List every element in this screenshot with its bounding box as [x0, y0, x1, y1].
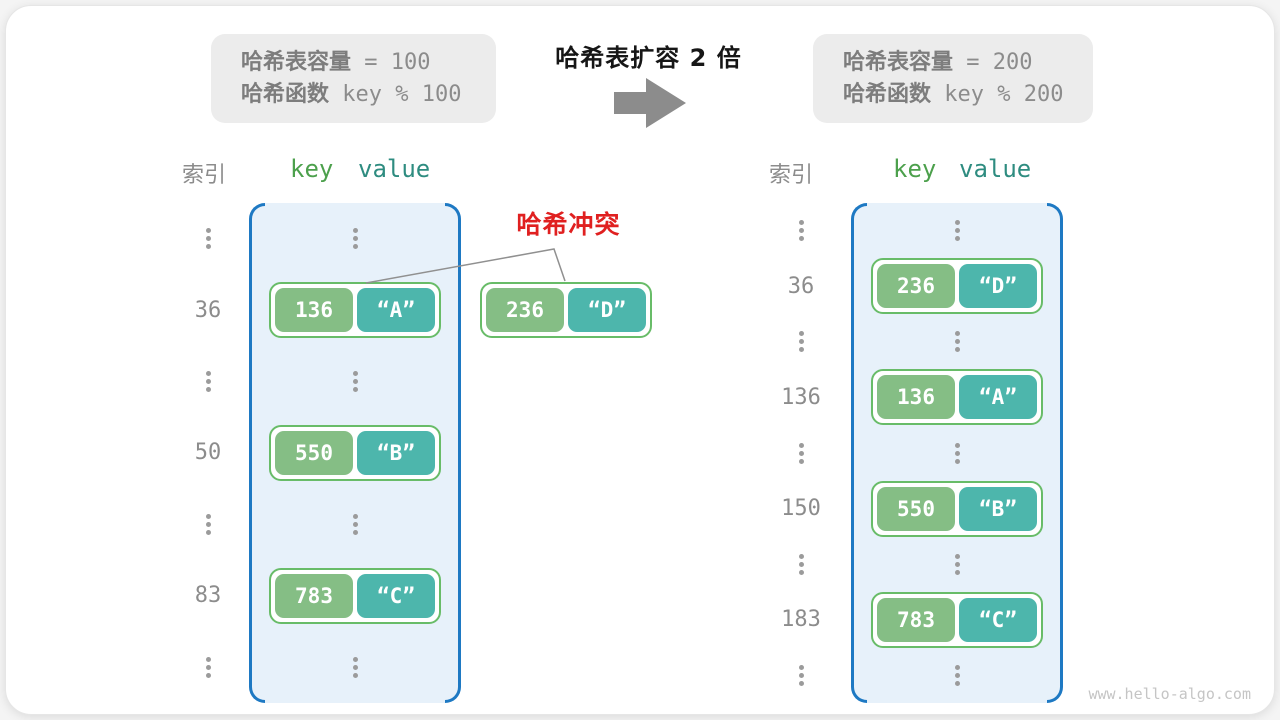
left-hash-table-container: 136 “A” 550 “B” 783 “C” [249, 203, 461, 703]
index-label: 183 [781, 607, 821, 633]
kv-pair: 136 “A” [871, 369, 1043, 426]
key-cell: 550 [877, 486, 955, 531]
right-arrow-icon [614, 78, 686, 128]
ellipsis [769, 203, 833, 259]
hash-function-line: 哈希函数 key % 200 [843, 82, 1064, 107]
ellipsis [851, 648, 1063, 703]
bucket-row: 783 “C” [851, 591, 1063, 648]
ellipsis [851, 314, 1063, 369]
bucket-row: 236 “D” [851, 258, 1063, 315]
ellipsis [851, 537, 1063, 592]
index-label: 136 [781, 384, 821, 410]
collision-connector-lines [365, 248, 566, 284]
left-key-header: key [290, 155, 334, 183]
key-cell: 236 [877, 264, 955, 309]
ellipsis [176, 203, 240, 274]
ellipsis [176, 346, 240, 417]
ellipsis [769, 425, 833, 481]
right-index-column: 36 136 150 183 [769, 203, 833, 703]
ellipsis [249, 632, 461, 703]
kv-pair: 136 “A” [269, 282, 441, 339]
key-cell: 136 [877, 375, 955, 420]
ellipsis [769, 648, 833, 704]
collision-kv-pair: 236 “D” [480, 282, 652, 338]
key-cell: 783 [275, 573, 353, 618]
key-cell: 550 [275, 430, 353, 475]
left-index-header: 索引 [182, 163, 227, 188]
bucket-row: 136 “A” [851, 369, 1063, 426]
value-cell: “A” [357, 288, 435, 333]
right-hash-table-container: 236 “D” 136 “A” 550 “B” 783 “C” [851, 203, 1063, 703]
right-index-header: 索引 [769, 163, 814, 188]
index-label: 83 [194, 583, 222, 609]
index-label: 150 [781, 496, 821, 522]
ellipsis [851, 425, 1063, 480]
ellipsis [249, 203, 461, 274]
value-cell: “B” [959, 486, 1037, 531]
ellipsis [769, 536, 833, 592]
bucket-row: 550 “B” [851, 480, 1063, 537]
ellipsis [851, 203, 1063, 258]
bucket-row: 136 “A” [249, 274, 461, 345]
kv-pair: 550 “B” [269, 424, 441, 481]
index-label: 50 [194, 440, 222, 466]
ellipsis [249, 489, 461, 560]
capacity-line: 哈希表容量 = 200 [843, 50, 1033, 75]
index-label: 36 [194, 297, 222, 323]
kv-pair: 550 “B” [871, 480, 1043, 537]
kv-pair: 783 “C” [871, 591, 1043, 648]
ellipsis [176, 489, 240, 560]
key-cell: 783 [877, 597, 955, 642]
value-cell: “A” [959, 375, 1037, 420]
value-cell: “D” [959, 264, 1037, 309]
capacity-info-box-after: 哈希表容量 = 200 哈希函数 key % 200 [813, 34, 1093, 123]
bucket-row: 550 “B” [249, 417, 461, 488]
expansion-title: 哈希表扩容 2 倍 [555, 44, 742, 72]
left-value-header: value [358, 155, 431, 183]
diagram-card: 哈希表容量 = 100 哈希函数 key % 100 哈希表扩容 2 倍 哈希表… [5, 5, 1275, 715]
hash-function-line: 哈希函数 key % 100 [241, 82, 462, 107]
value-cell: “D” [568, 288, 646, 332]
key-cell: 136 [275, 288, 353, 333]
kv-pair: 236 “D” [871, 258, 1043, 315]
bucket-row: 783 “C” [249, 560, 461, 631]
kv-pair: 783 “C” [269, 567, 441, 624]
index-label: 36 [787, 273, 815, 299]
value-cell: “C” [357, 573, 435, 618]
capacity-info-box-before: 哈希表容量 = 100 哈希函数 key % 100 [211, 34, 496, 123]
left-index-column: 36 50 83 [176, 203, 240, 703]
ellipsis [769, 314, 833, 370]
value-cell: “B” [357, 430, 435, 475]
right-key-header: key [893, 155, 937, 183]
ellipsis [176, 632, 240, 703]
capacity-line: 哈希表容量 = 100 [241, 50, 431, 75]
ellipsis [249, 346, 461, 417]
key-cell: 236 [486, 288, 564, 332]
right-value-header: value [959, 155, 1032, 183]
collision-label: 哈希冲突 [516, 210, 621, 239]
value-cell: “C” [959, 597, 1037, 642]
watermark: www.hello-algo.com [1088, 685, 1251, 703]
